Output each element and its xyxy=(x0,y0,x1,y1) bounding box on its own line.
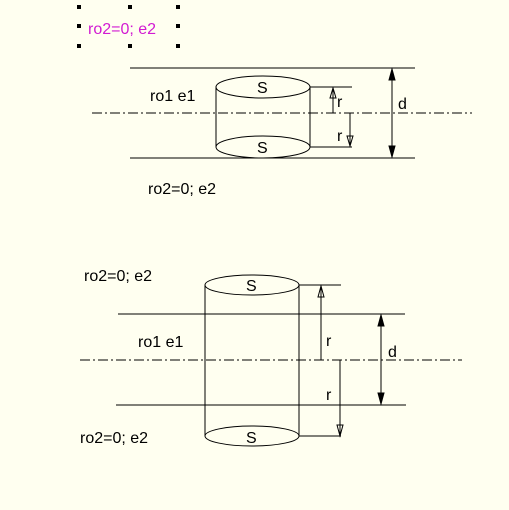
handle-top-right xyxy=(176,5,180,9)
selected-label-text[interactable]: ro2=0; e2 xyxy=(88,21,156,38)
bottom-thickness-label: d xyxy=(388,344,397,361)
handle-bottom-middle xyxy=(128,44,132,48)
bottom-diagram-labels: ro2=0; e2 ro1 e1 ro2=0; e2 S S r r d xyxy=(80,268,397,447)
bottom-d-arrowhead-down xyxy=(377,392,385,406)
handle-bottom-left xyxy=(77,44,81,48)
top-medium-inner-label: ro1 e1 xyxy=(150,88,195,105)
top-thickness-label: d xyxy=(398,96,407,113)
selected-text-object[interactable]: ro2=0; e2 xyxy=(77,5,180,48)
handle-middle-right xyxy=(176,24,180,28)
bottom-diagram xyxy=(80,274,462,447)
bottom-medium-outer-top-label: ro2=0; e2 xyxy=(84,268,152,285)
top-medium-outer-label: ro2=0; e2 xyxy=(148,181,216,198)
top-surface-bottom-label: S xyxy=(257,140,268,157)
handle-top-middle xyxy=(128,5,132,9)
top-d-arrowhead-down xyxy=(388,145,396,159)
top-radius-down-arrowhead xyxy=(346,135,354,148)
bottom-surface-bottom-label: S xyxy=(246,430,257,447)
bottom-surface-top-label: S xyxy=(246,278,257,295)
bottom-radius-up-label: r xyxy=(326,333,332,350)
bottom-medium-outer-bottom-label: ro2=0; e2 xyxy=(80,430,148,447)
handle-bottom-right xyxy=(176,44,180,48)
top-surface-top-label: S xyxy=(257,80,268,97)
bottom-radius-down-arrowhead xyxy=(336,424,344,438)
selection-handles[interactable] xyxy=(77,5,180,48)
handle-middle-left xyxy=(77,24,81,28)
bottom-d-arrowhead-up xyxy=(377,313,385,327)
bottom-radius-down-label: r xyxy=(326,387,332,404)
top-radius-up-arrowhead xyxy=(329,86,337,99)
top-radius-up-label: r xyxy=(337,94,343,111)
top-diagram xyxy=(92,67,472,159)
handle-top-left xyxy=(77,5,81,9)
top-radius-down-label: r xyxy=(337,128,343,145)
bottom-medium-inner-label: ro1 e1 xyxy=(138,334,183,351)
top-diagram-labels: ro1 e1 ro2=0; e2 S S r r d xyxy=(148,80,407,198)
top-d-arrowhead-up xyxy=(388,67,396,81)
bottom-radius-up-arrowhead xyxy=(317,284,325,298)
